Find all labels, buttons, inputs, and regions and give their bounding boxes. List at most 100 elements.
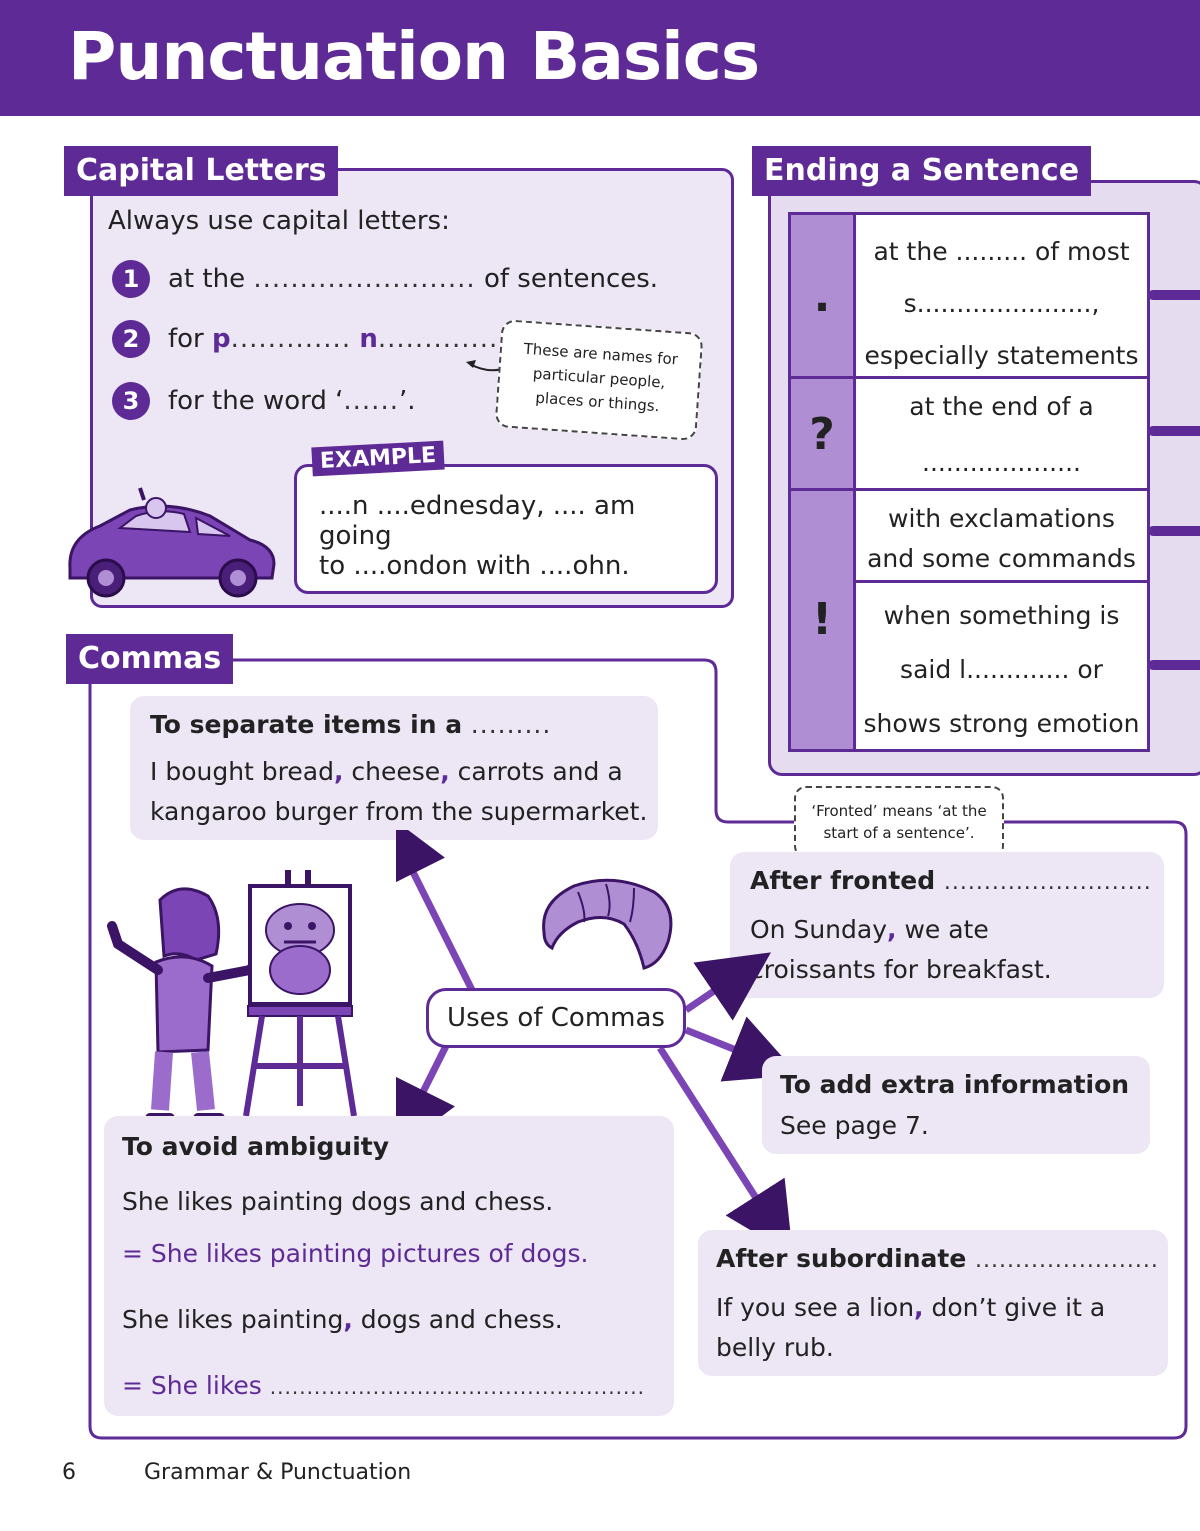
- exclamation-symbol: !: [791, 491, 853, 749]
- commas-tab: Commas: [66, 634, 234, 684]
- ambiguity-line-1: She likes painting dogs and chess.: [122, 1187, 554, 1216]
- arrow-icon: [657, 1046, 793, 1250]
- example-text: On Sunday: [750, 915, 888, 944]
- question-mark-usage: at the end of a ....................: [853, 379, 1147, 491]
- usage-line: shows strong emotion: [863, 709, 1140, 738]
- usage-line: s......................,: [903, 289, 1100, 318]
- exclamation-usage-1: with exclamations and some commands: [853, 491, 1147, 583]
- heading-text: After fronted: [750, 866, 936, 895]
- car-illustration: [68, 487, 276, 598]
- proper-noun-note: These are names for particular people, p…: [494, 319, 704, 441]
- usage-line: with exclamations: [888, 504, 1115, 533]
- extra-text: See page 7.: [780, 1111, 929, 1140]
- extra-heading: To add extra information: [780, 1070, 1130, 1099]
- example-text: I bought bread: [150, 757, 334, 786]
- example-box: ....n ....ednesday, .... am going to ...…: [294, 464, 718, 594]
- page-number: 6: [62, 1460, 76, 1485]
- item-text: for: [168, 324, 204, 354]
- item-text: for the word ‘: [168, 386, 344, 416]
- fronted-box: After fronted ..........................…: [730, 852, 1164, 998]
- blank-line: ......: [343, 386, 399, 416]
- fronted-heading: After fronted ..........................: [750, 866, 1152, 895]
- usage-line: especially statements: [864, 341, 1139, 370]
- usage-line: ....................: [922, 448, 1081, 477]
- ambiguity-line-2: = She likes painting pictures of dogs.: [122, 1239, 589, 1268]
- binder-ring: [1148, 660, 1200, 670]
- ambiguity-heading: To avoid ambiguity: [122, 1132, 390, 1161]
- comma-mark: ,: [914, 1293, 924, 1322]
- note-line: ‘Fronted’ means ‘at the: [811, 802, 987, 820]
- example-line-1: ....n ....ednesday, .... am going: [319, 491, 636, 551]
- binder-ring: [1148, 526, 1200, 536]
- example-text: don’t give it a: [923, 1293, 1106, 1322]
- page-title: Punctuation Basics: [68, 18, 760, 95]
- item-text: ’.: [398, 386, 416, 416]
- number-badge-2: 2: [112, 320, 150, 358]
- heading-text: To separate items in a: [150, 710, 463, 739]
- subordinate-box: After subordinate ......................…: [698, 1230, 1168, 1376]
- arrow-icon: [684, 1016, 796, 1082]
- capital-item-2: for p............. n..............: [168, 324, 507, 354]
- number-badge-3: 3: [112, 382, 150, 420]
- separate-example-2: kangaroo burger from the supermarket.: [150, 797, 648, 826]
- capital-item-3: for the word ‘......’.: [168, 386, 416, 416]
- separate-heading: To separate items in a .........: [150, 710, 551, 739]
- ending-tab: Ending a Sentence: [752, 146, 1092, 196]
- letter-hint: p: [212, 324, 231, 354]
- example-text: cheese: [343, 757, 441, 786]
- easel-bulldog-illustration: [243, 870, 357, 1117]
- blank-line: .............: [230, 324, 352, 354]
- blank-line: ........................: [253, 264, 476, 294]
- ambiguity-line-3: She likes painting, dogs and chess.: [122, 1300, 563, 1340]
- blank-line: .............: [377, 324, 499, 354]
- croissant-illustration: [542, 878, 673, 970]
- title-banner: Punctuation Basics: [0, 0, 1200, 116]
- binder-ring: [1148, 426, 1200, 436]
- fronted-example-2: croissants for breakfast.: [750, 955, 1052, 984]
- comma-mark: ,: [440, 757, 450, 786]
- letter-hint: n: [359, 324, 378, 354]
- capital-intro: Always use capital letters:: [108, 206, 450, 236]
- full-stop-usage: at the ......... of most s..............…: [853, 215, 1147, 379]
- binder-ring: [1148, 290, 1200, 300]
- example-text: She likes painting: [122, 1305, 344, 1334]
- item-text: of sentences.: [483, 264, 659, 294]
- fronted-note: ‘Fronted’ means ‘at the start of a sente…: [794, 786, 1004, 858]
- item-text: at the: [168, 264, 246, 294]
- separate-items-box: To separate items in a ......... I bough…: [130, 696, 658, 840]
- example-text: carrots and a: [449, 757, 623, 786]
- extra-info-box: To add extra information See page 7.: [762, 1056, 1150, 1154]
- capital-letters-tab: Capital Letters: [64, 146, 339, 196]
- separate-example-1: I bought bread, cheese, carrots and a: [150, 752, 623, 792]
- heading-text: After subordinate: [716, 1244, 967, 1273]
- example-text: = She likes: [122, 1371, 262, 1400]
- arrow-icon: [396, 1044, 455, 1154]
- usage-line: at the ......... of most: [873, 237, 1130, 266]
- subordinate-example-2: belly rub.: [716, 1333, 834, 1362]
- subordinate-heading: After subordinate ......................…: [716, 1244, 1159, 1273]
- ending-table: . at the ......... of most s............…: [788, 212, 1150, 752]
- subordinate-example-1: If you see a lion, don’t give it a: [716, 1288, 1105, 1328]
- question-mark-symbol: ?: [791, 379, 853, 491]
- example-text: If you see a lion: [716, 1293, 915, 1322]
- commas-frame: [88, 658, 1188, 1440]
- ambiguity-box: To avoid ambiguity She likes painting do…: [104, 1116, 674, 1416]
- blank-line: ........................................…: [269, 1375, 646, 1399]
- blank-line: .........: [470, 710, 552, 739]
- exclamation-usage-2: when something is said l............. or…: [853, 583, 1147, 749]
- comma-mark: ,: [343, 1305, 353, 1334]
- usage-line: when something is: [883, 601, 1120, 630]
- blank-line: .......................: [975, 1248, 1159, 1273]
- arrow-icon: [684, 952, 771, 1021]
- uses-of-commas-label: Uses of Commas: [426, 988, 686, 1048]
- note-line: start of a sentence’.: [823, 824, 975, 842]
- usage-line: and some commands: [867, 544, 1136, 573]
- blank-line: ..........................: [943, 870, 1152, 895]
- example-line-2: to ....ondon with ....ohn.: [319, 551, 630, 581]
- full-stop-symbol: .: [791, 215, 853, 379]
- fronted-example-1: On Sunday, we ate: [750, 910, 989, 950]
- footer-title: Grammar & Punctuation: [144, 1460, 412, 1485]
- comma-mark: ,: [887, 915, 897, 944]
- number-badge-1: 1: [112, 260, 150, 298]
- example-text: dogs and chess.: [352, 1305, 563, 1334]
